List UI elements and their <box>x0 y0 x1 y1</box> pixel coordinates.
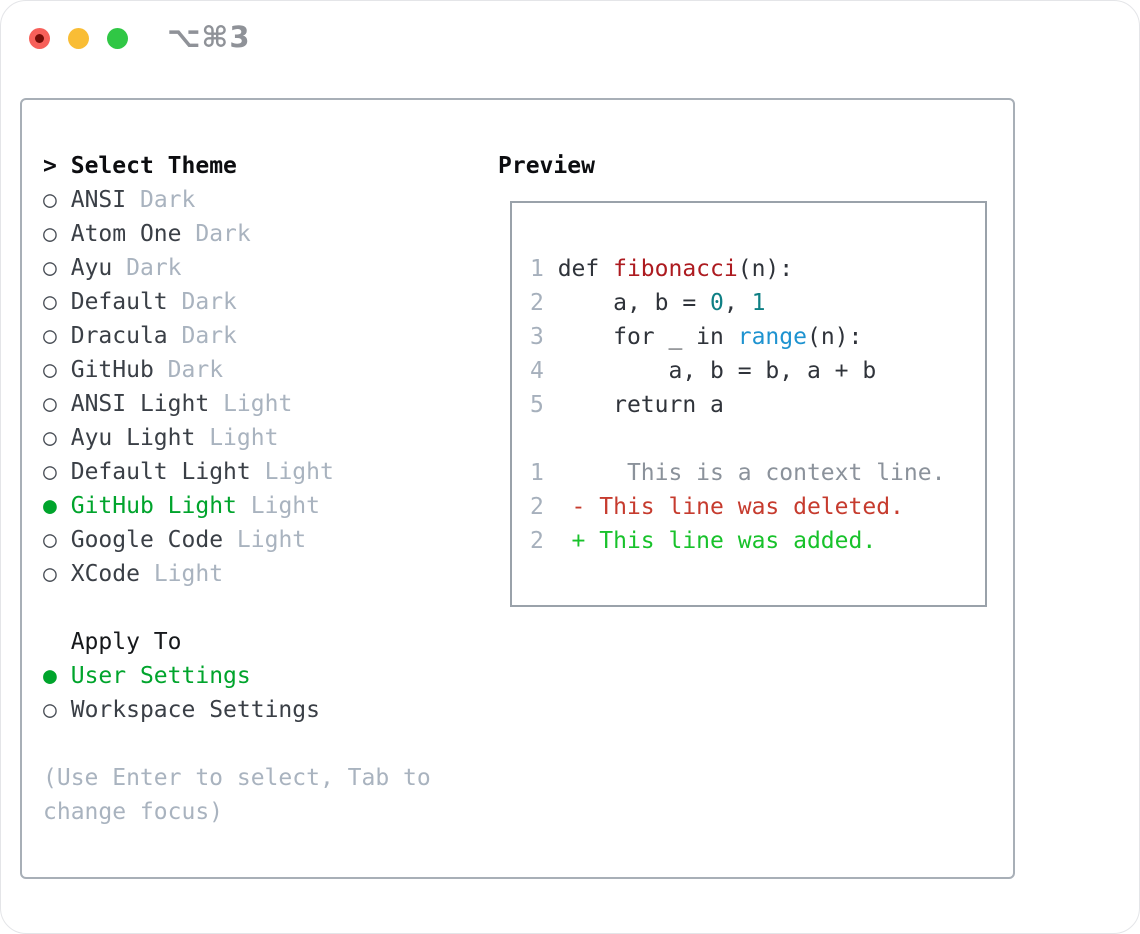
select-theme-header: Select Theme <box>70 153 237 179</box>
theme-variant: Light <box>223 391 293 417</box>
radio-icon: ○ <box>43 527 57 553</box>
preview-box: 1 def fibonacci(n): 2 a, b = 0, 1 3 for _ … <box>510 201 987 607</box>
theme-name: Default Light <box>70 459 251 485</box>
radio-icon: ○ <box>43 459 57 485</box>
prompt-icon: > <box>43 153 57 179</box>
apply-option-workspace-settings[interactable]: ○ Workspace Settings <box>43 693 431 727</box>
help-text-line-1: (Use Enter to select, Tab to <box>43 765 431 791</box>
radio-icon: ○ <box>43 323 57 349</box>
radio-selected-icon: ● <box>43 493 57 519</box>
code-line-2: 2 a, b = 0, 1 <box>530 290 766 316</box>
theme-name: Ayu Light <box>70 425 196 451</box>
spacer-row <box>43 591 431 625</box>
theme-option-default[interactable]: ○ Default Dark <box>43 285 431 319</box>
radio-icon: ○ <box>43 357 57 383</box>
theme-variant: Dark <box>181 289 237 315</box>
theme-name: GitHub Light <box>70 493 237 519</box>
theme-variant: Light <box>264 459 334 485</box>
theme-picker-column: > Select Theme ○ ANSI Dark○ Atom One Dar… <box>43 149 431 829</box>
diff-context-line: 1 This is a context line. <box>530 460 946 486</box>
spacer-row <box>43 727 431 761</box>
theme-variant: Dark <box>126 255 182 281</box>
radio-icon: ○ <box>43 697 57 723</box>
diff-deleted-line: 2 - This line was deleted. <box>530 494 904 520</box>
theme-variant: Dark <box>167 357 224 383</box>
theme-option-ayu-light[interactable]: ○ Ayu Light Light <box>43 421 431 455</box>
radio-icon: ○ <box>43 187 57 213</box>
theme-name: GitHub <box>70 357 154 383</box>
code-line-5: 5 return a <box>530 392 724 418</box>
theme-variant: Light <box>250 493 320 519</box>
code-line-1: 1 def fibonacci(n): <box>530 256 794 282</box>
theme-dialog: > Select Theme ○ ANSI Dark○ Atom One Dar… <box>20 98 1015 879</box>
theme-list: ○ ANSI Dark○ Atom One Dark○ Ayu Dark○ De… <box>43 183 431 591</box>
select-theme-header-row: > Select Theme <box>43 149 431 183</box>
theme-variant: Light <box>209 425 279 451</box>
radio-icon: ○ <box>43 425 57 451</box>
radio-icon: ○ <box>43 289 57 315</box>
blank-line <box>530 422 985 456</box>
apply-to-header-row: Apply To <box>43 625 431 659</box>
theme-name: Default <box>70 289 168 315</box>
window-title: ⌥⌘3 <box>167 20 251 54</box>
radio-selected-icon: ● <box>43 663 57 689</box>
code-line-3: 3 for _ in range(n): <box>530 324 863 350</box>
radio-icon: ○ <box>43 221 57 247</box>
diff-added-line: 2 + This line was added. <box>530 528 877 554</box>
help-text-line-2: change focus) <box>43 799 224 825</box>
titlebar: ⌥⌘3 <box>1 1 1139 75</box>
code-line-4: 4 a, b = b, a + b <box>530 358 877 384</box>
theme-option-github-light[interactable]: ● GitHub Light Light <box>43 489 431 523</box>
preview-code: 1 def fibonacci(n): 2 a, b = 0, 1 3 for _ … <box>512 203 985 558</box>
apply-to-list: ● User Settings○ Workspace Settings <box>43 659 431 727</box>
apply-option-label: Workspace Settings <box>70 697 320 723</box>
theme-option-atom-one[interactable]: ○ Atom One Dark <box>43 217 431 251</box>
apply-option-label: User Settings <box>70 663 251 689</box>
apply-to-header <box>43 629 71 655</box>
theme-option-ansi[interactable]: ○ ANSI Dark <box>43 183 431 217</box>
theme-option-ansi-light[interactable]: ○ ANSI Light Light <box>43 387 431 421</box>
theme-variant: Dark <box>139 187 196 213</box>
zoom-button[interactable] <box>107 28 128 49</box>
theme-name: Ayu <box>70 255 113 281</box>
radio-icon: ○ <box>43 561 57 587</box>
theme-variant: Dark <box>195 221 251 247</box>
theme-option-github[interactable]: ○ GitHub Dark <box>43 353 431 387</box>
theme-option-ayu[interactable]: ○ Ayu Dark <box>43 251 431 285</box>
theme-name: Dracula <box>70 323 168 349</box>
close-button[interactable] <box>29 28 50 49</box>
theme-variant: Light <box>153 561 224 587</box>
radio-icon: ○ <box>43 391 57 417</box>
theme-variant: Light <box>236 527 307 553</box>
theme-option-xcode[interactable]: ○ XCode Light <box>43 557 431 591</box>
theme-option-default-light[interactable]: ○ Default Light Light <box>43 455 431 489</box>
theme-option-dracula[interactable]: ○ Dracula Dark <box>43 319 431 353</box>
minimize-button[interactable] <box>68 28 89 49</box>
apply-option-user-settings[interactable]: ● User Settings <box>43 659 431 693</box>
theme-option-google-code[interactable]: ○ Google Code Light <box>43 523 431 557</box>
theme-variant: Dark <box>181 323 237 349</box>
theme-name: ANSI Light <box>70 391 210 417</box>
theme-name: ANSI <box>70 187 127 213</box>
theme-name: Google Code <box>70 527 224 553</box>
preview-header-row: Preview <box>498 149 595 183</box>
theme-name: XCode <box>70 561 140 587</box>
preview-header: Preview <box>498 153 595 179</box>
theme-name: Atom One <box>70 221 182 247</box>
radio-icon: ○ <box>43 255 57 281</box>
